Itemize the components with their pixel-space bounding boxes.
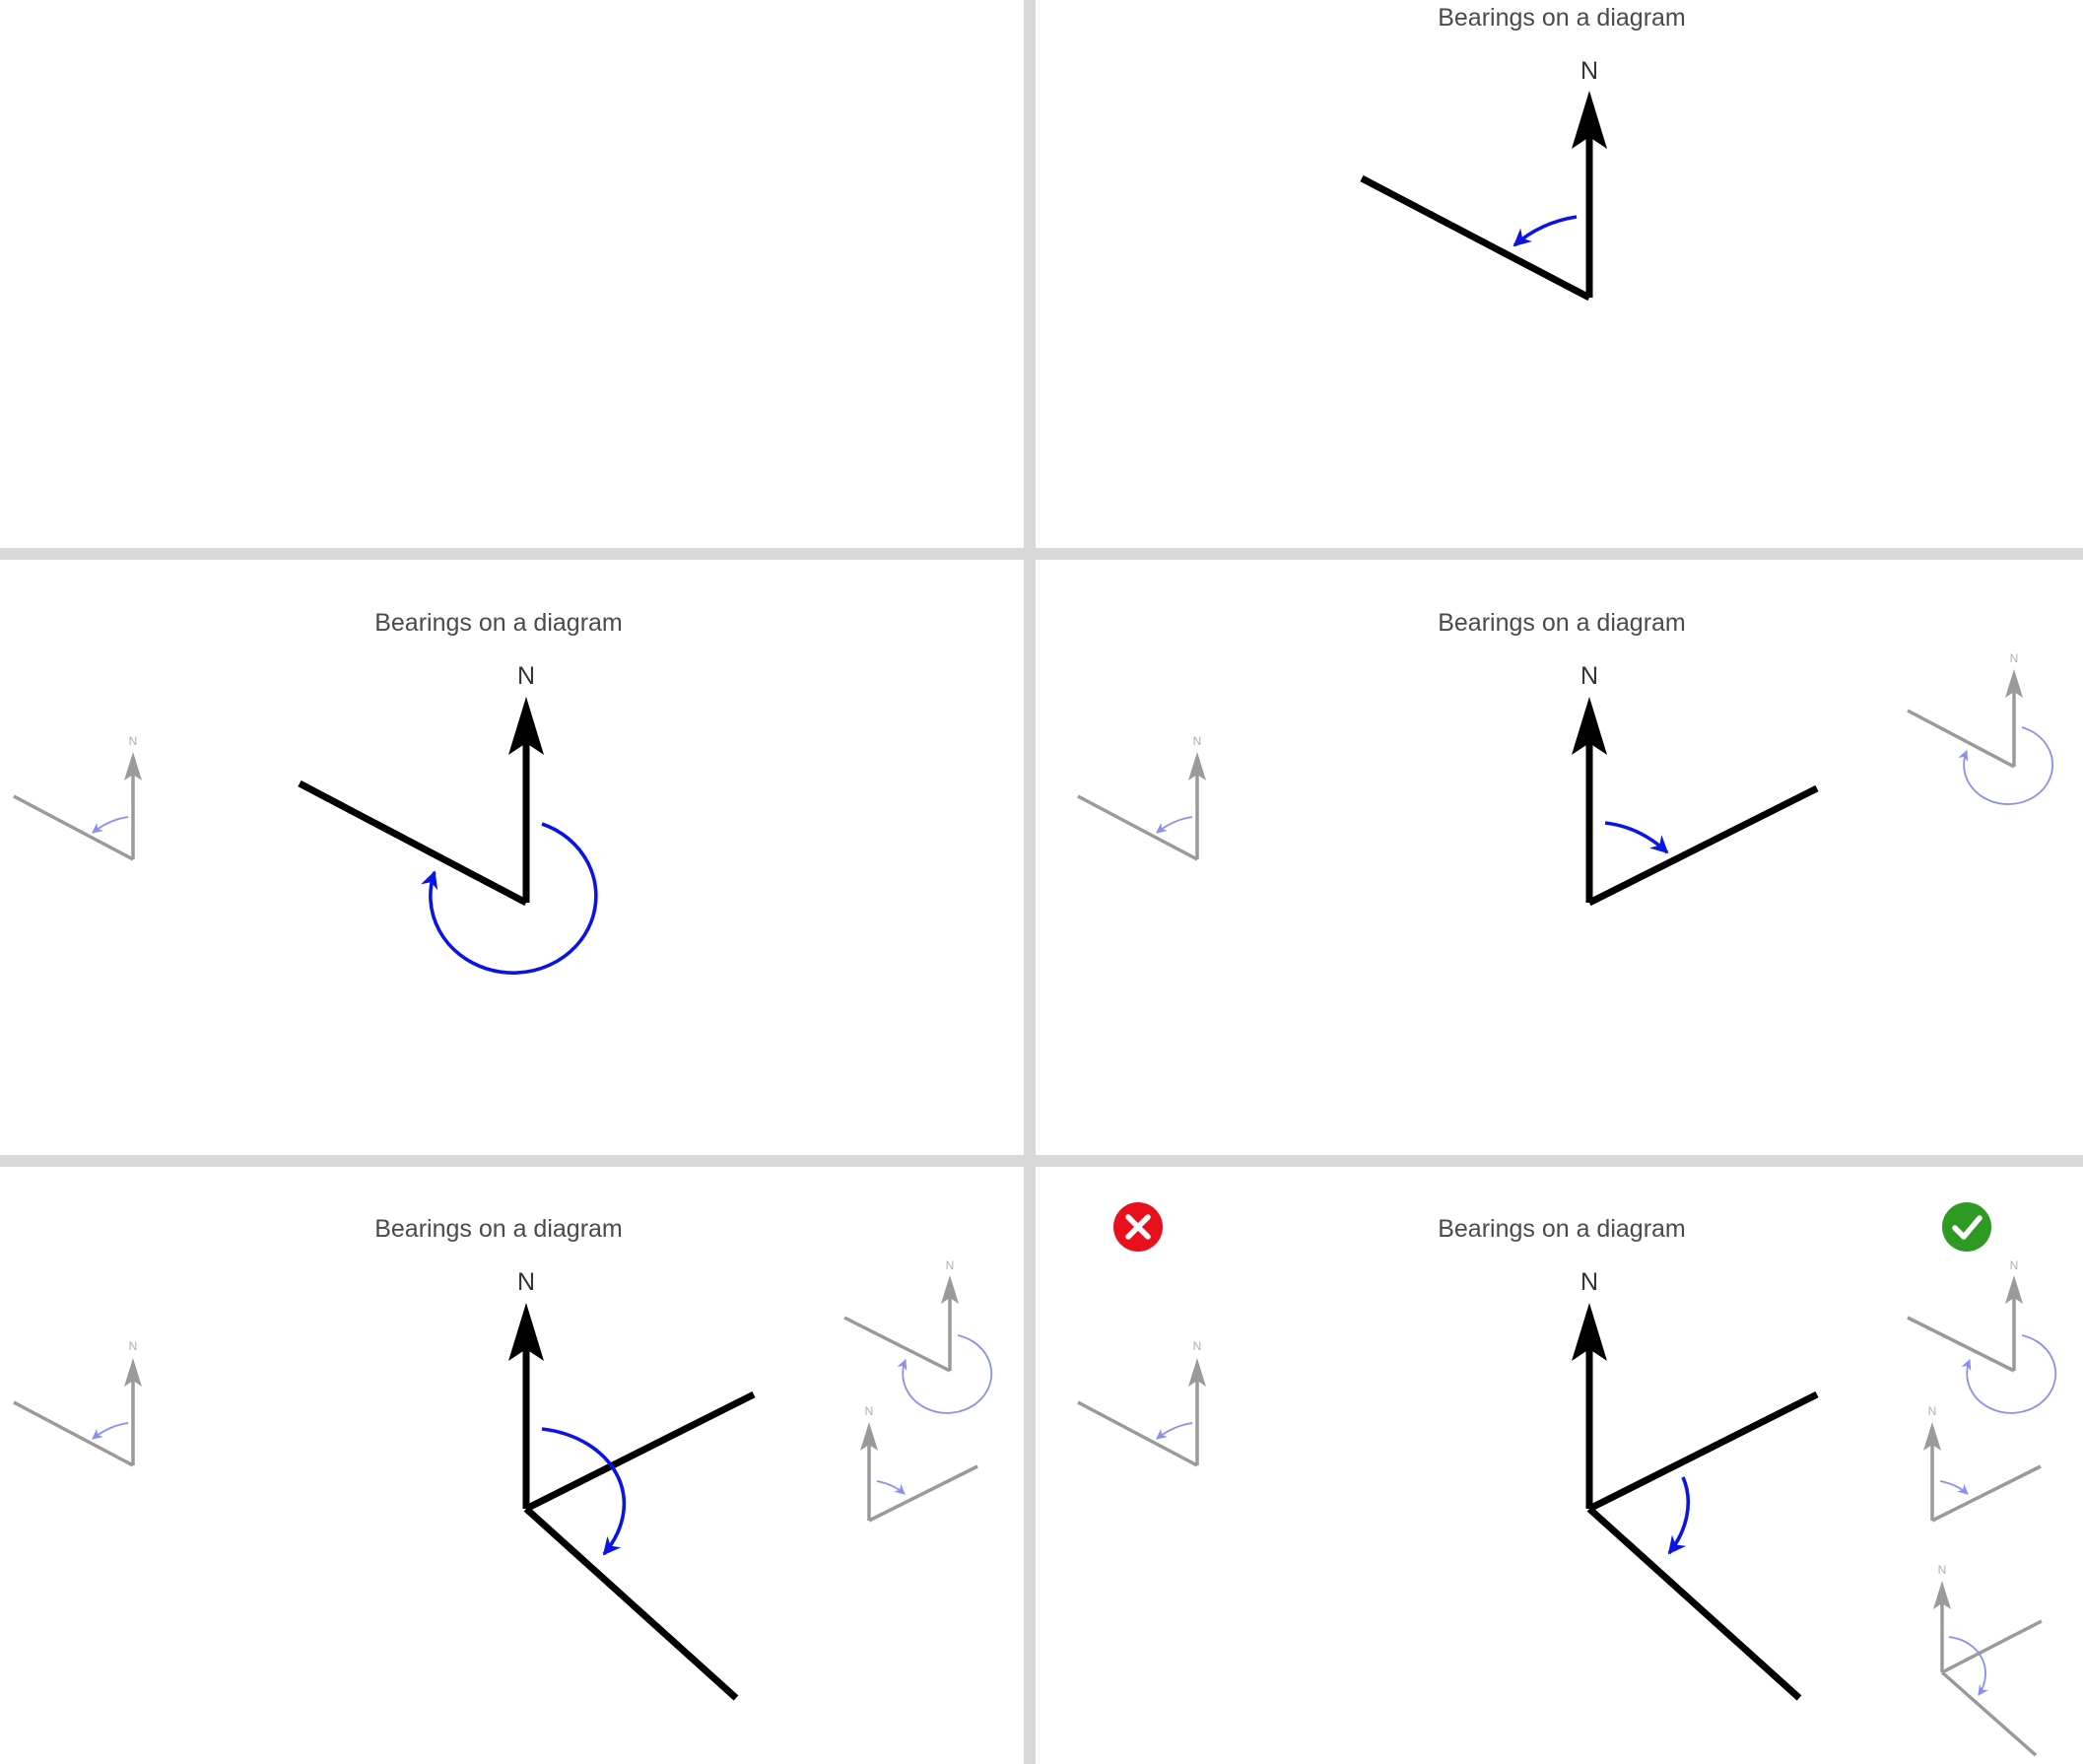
panel-empty (0, 0, 1024, 548)
svg-text:N: N (129, 1339, 138, 1353)
north-arrow (1572, 697, 1607, 903)
thumbnail-previous-1: N (1077, 1339, 1206, 1467)
thumbnail-previous-1: N (1077, 734, 1206, 861)
thumbnail-previous-1: N (13, 1339, 142, 1467)
thumbnail-previous-3: N (1923, 1404, 2042, 1523)
north-label: N (1580, 57, 1598, 85)
svg-text:N: N (1938, 1563, 1947, 1577)
north-label: N (517, 662, 535, 690)
north-arrow (1572, 91, 1607, 298)
north-label: N (517, 1268, 535, 1296)
panel-title: Bearings on a diagram (1438, 4, 1686, 32)
bearing-line (298, 780, 528, 907)
svg-text:N: N (1193, 1339, 1202, 1353)
thumbnail-previous-2: N (1907, 1258, 2057, 1414)
bearing-line (1587, 784, 1819, 907)
bearing-arc (1667, 1476, 1691, 1555)
svg-text:N: N (129, 734, 138, 748)
bearing-line (1586, 1506, 1802, 1701)
panel-title: Bearings on a diagram (1438, 1215, 1686, 1243)
thumbnail-previous-4: N (1933, 1563, 2043, 1757)
thumbnail-previous-2: N (1907, 651, 2053, 805)
north-arrow (1572, 1303, 1607, 1509)
panel-reflex-clockwise: Bearings on a diagram N N (0, 560, 1024, 1155)
panel-title: Bearings on a diagram (374, 1215, 623, 1243)
thumbnail-previous-1: N (13, 734, 142, 861)
cross-circle-icon (1113, 1202, 1163, 1252)
panel-title: Bearings on a diagram (1438, 609, 1686, 637)
bearing-arc (1512, 215, 1578, 247)
panel-acute-counterclockwise: Bearings on a diagram N (1036, 0, 2083, 548)
reference-line (524, 1391, 756, 1513)
panel-acute-clockwise: Bearings on a diagram N N N (1036, 560, 2083, 1155)
north-label: N (1580, 662, 1598, 690)
bearing-arc (541, 1427, 626, 1556)
north-label: N (1580, 1268, 1598, 1296)
reference-line (1587, 1391, 1819, 1513)
svg-text:N: N (1193, 734, 1202, 748)
check-circle-icon (1942, 1202, 1991, 1252)
panel-obtuse-clockwise: Bearings on a diagram N N N N (0, 1167, 1024, 1764)
bearing-arc (1604, 821, 1669, 854)
bearing-arc (421, 822, 598, 975)
svg-text:N: N (946, 1258, 955, 1272)
svg-text:N: N (1928, 1404, 1937, 1418)
north-arrow (508, 1303, 544, 1509)
thumbnail-previous-3: N (860, 1404, 978, 1523)
panel-title: Bearings on a diagram (374, 609, 623, 637)
bearing-line (523, 1506, 739, 1701)
bearing-line (1360, 174, 1591, 302)
svg-text:N: N (865, 1404, 874, 1418)
svg-text:N: N (2010, 651, 2019, 665)
thumbnail-previous-2: N (843, 1258, 993, 1414)
north-arrow (508, 697, 544, 903)
panel-answer-feedback: Bearings on a diagram N N N (1036, 1167, 2083, 1764)
svg-text:N: N (2010, 1258, 2019, 1272)
